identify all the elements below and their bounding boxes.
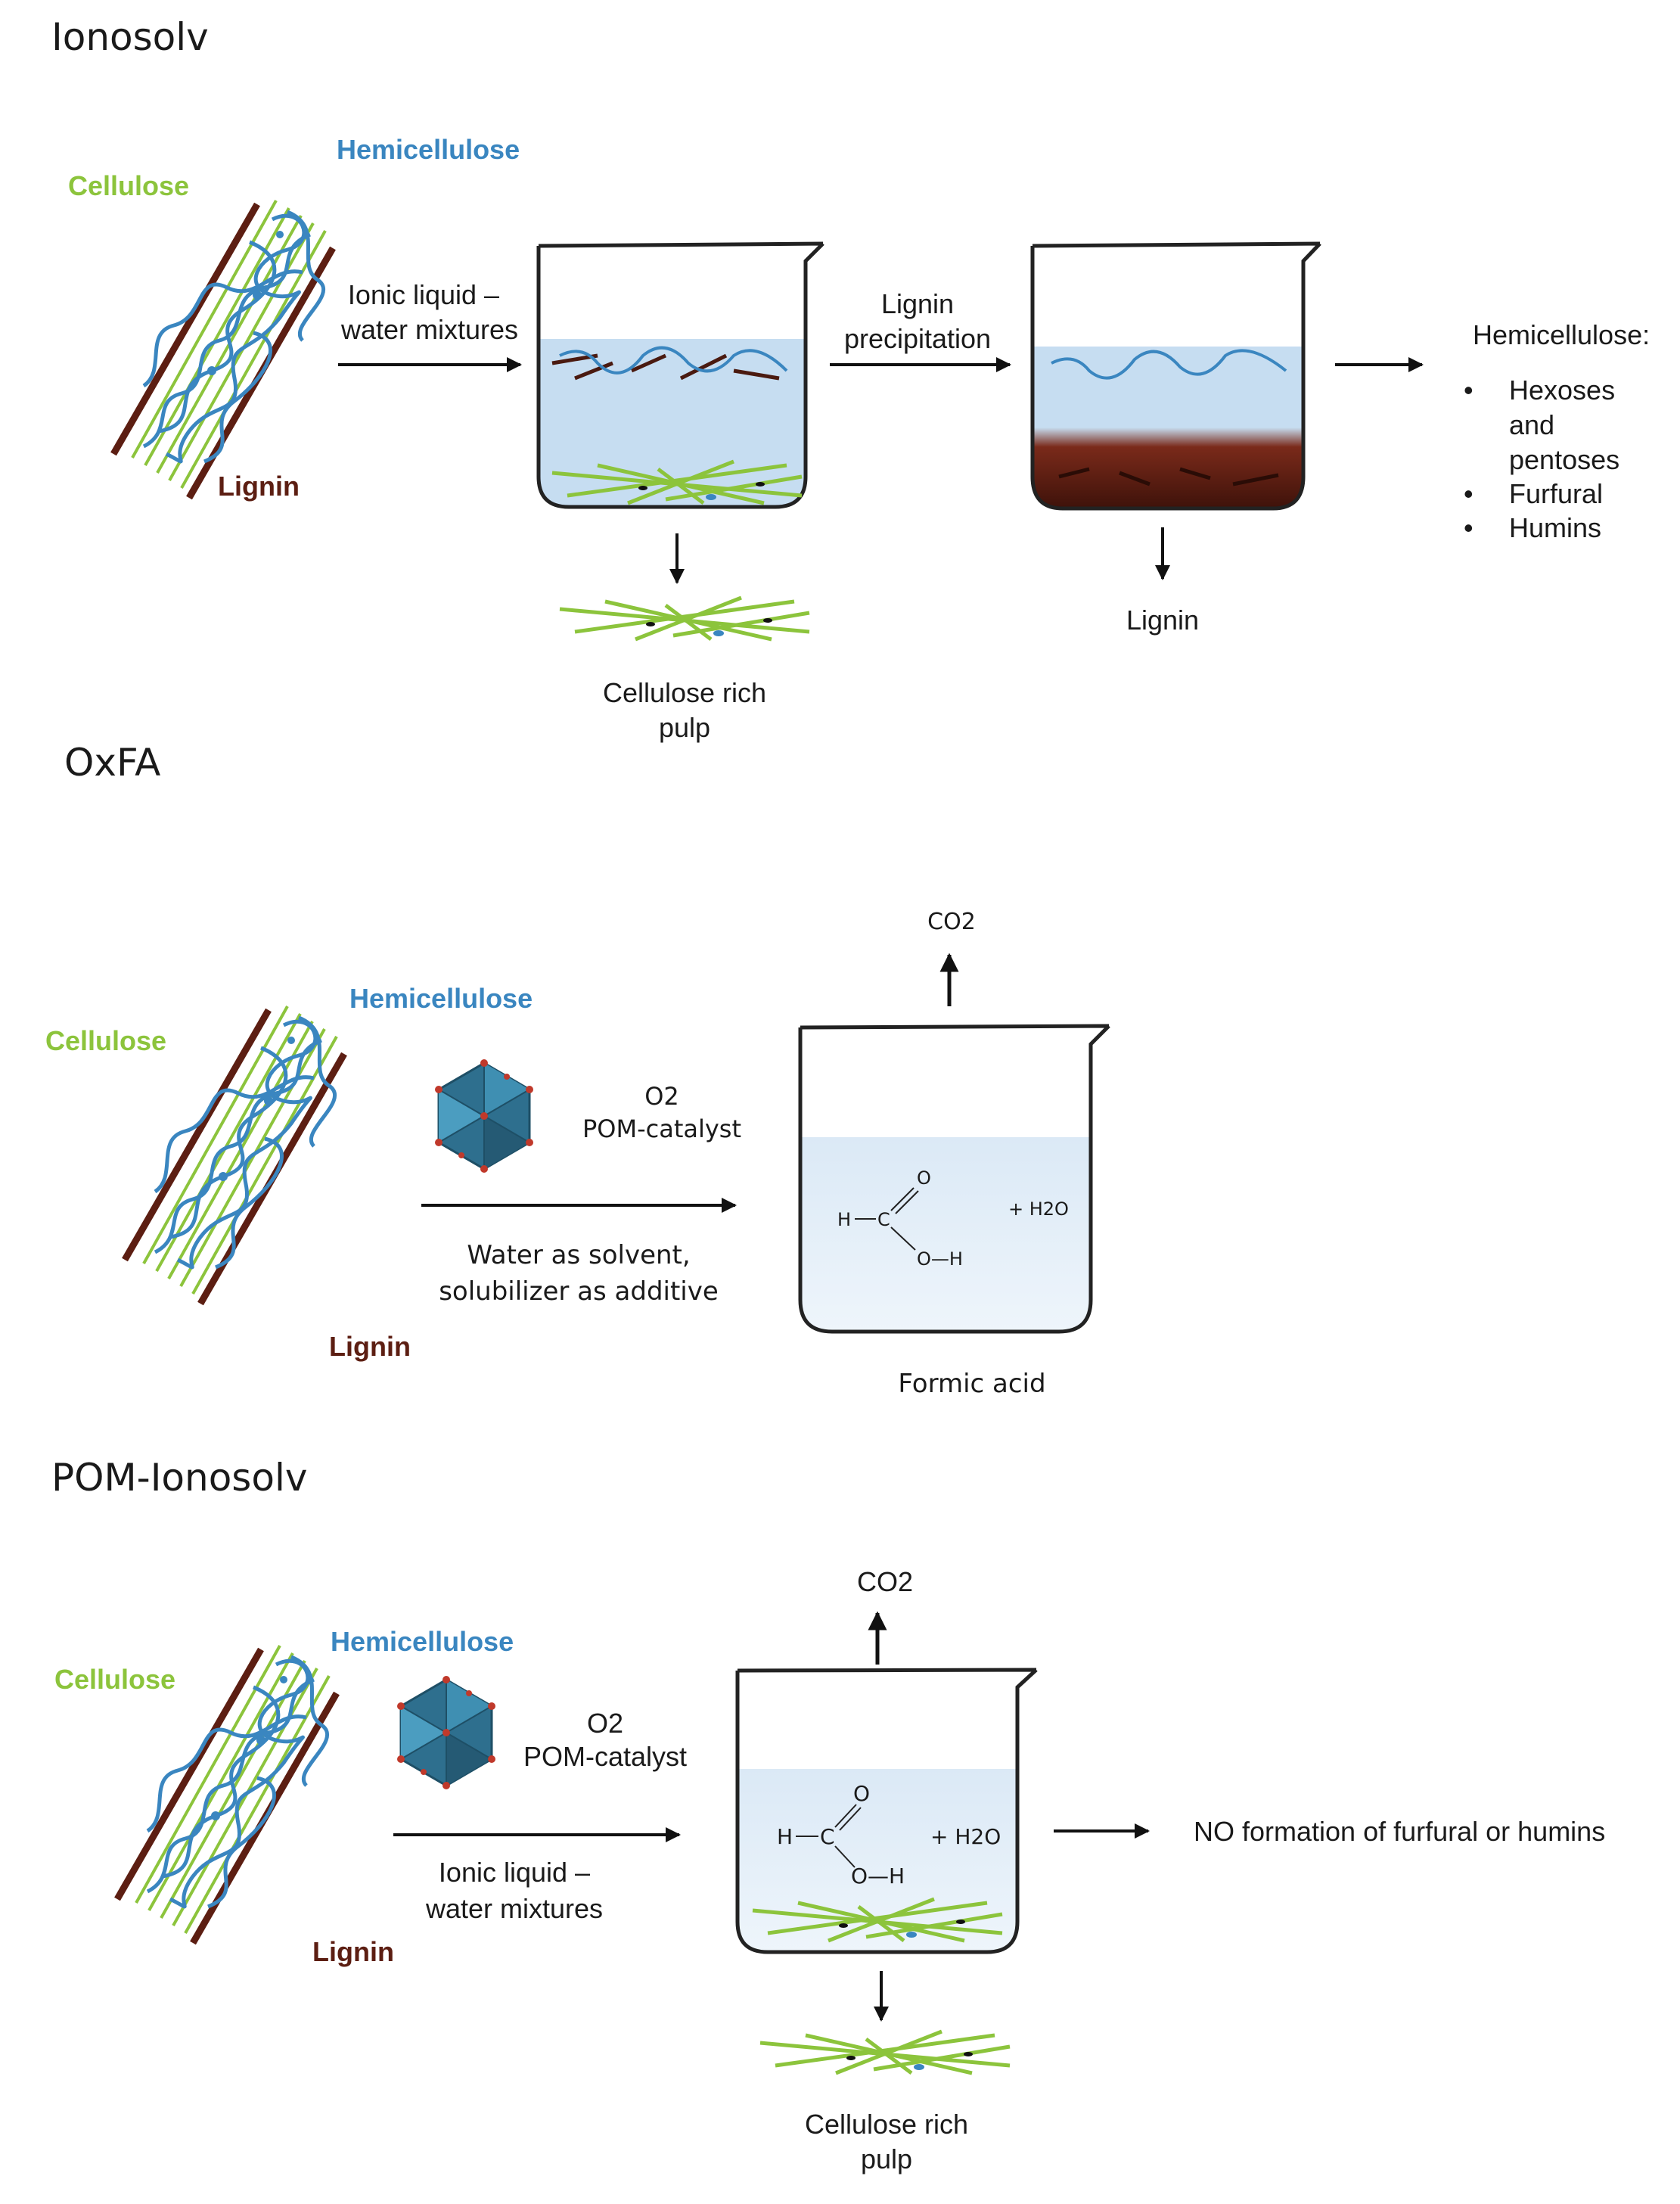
conditions-label-b: water mixtures [425,1893,603,1924]
section-title: OxFA [64,741,160,785]
hemicellulose-label: Hemicellulose [337,134,520,165]
biomass-bundle [113,201,333,498]
cellulose-label: Cellulose [68,170,189,201]
step-label-2b: precipitation [844,323,991,354]
water-label: + H2O [1008,1198,1069,1220]
result-label: NO formation of furfural or humins [1194,1816,1605,1847]
conditions-label: Water as solvent, [467,1240,690,1270]
svg-text:•: • [1464,512,1473,543]
oxidant-label: O2 [644,1082,679,1111]
pulp-label-b: pulp [659,712,710,743]
cellulose-pulp [560,598,809,639]
hemicellulose-label: Hemicellulose [349,983,533,1014]
pulp-label: Cellulose rich [805,2109,968,2140]
svg-text:•: • [1464,375,1473,406]
list-item: Hexoses [1509,375,1615,406]
step-label-2: Lignin [881,288,954,319]
svg-text:O: O [917,1167,931,1189]
svg-text:H: H [777,1824,793,1849]
svg-text:O: O [853,1781,870,1806]
list-item: and [1509,409,1554,440]
list-item: pentoses [1509,444,1619,475]
beaker-2 [1030,241,1321,511]
lignin-label: Lignin [329,1331,411,1362]
formic-acid-structure: H C O O—H [837,1167,963,1270]
product-label: Formic acid [898,1369,1045,1399]
conditions-label: Ionic liquid – [439,1857,590,1888]
beaker-4 [735,1668,1038,1954]
co2-label: CO2 [857,1566,913,1597]
svg-text:C: C [877,1209,890,1230]
svg-text:O—H: O—H [851,1864,905,1888]
pom-catalyst-icon [396,1674,497,1791]
list-item: Humins [1509,512,1601,543]
formic-acid-structure: H C O O—H [777,1781,905,1888]
lignin-out-label: Lignin [1126,605,1199,636]
catalyst-label: POM-catalyst [523,1741,687,1772]
section-oxfa: OxFA Cellulose Hemicellulose Lignin O2 P… [45,741,1110,1399]
cellulose-label: Cellulose [45,1025,166,1056]
lignin-label: Lignin [218,471,300,502]
lignin-label: Lignin [312,1936,394,1967]
conditions-label-b: solubilizer as additive [439,1276,719,1307]
water-label: + H2O [930,1824,1001,1849]
svg-text:C: C [820,1824,835,1849]
catalyst-label: POM-catalyst [582,1114,741,1143]
pulp-label-b: pulp [861,2143,912,2174]
cellulose-pulp [760,2031,1010,2073]
hemi-products-title: Hemicellulose: [1473,319,1650,350]
pom-catalyst-icon [433,1058,535,1174]
co2-label: CO2 [927,909,976,935]
list-item: Furfural [1509,478,1603,509]
svg-text:O—H: O—H [917,1248,963,1270]
section-ionosolv: Ionosolv Cellulose Hemicellulose Lignin … [51,15,1650,743]
beaker-3 [798,1024,1110,1334]
svg-text:•: • [1464,478,1473,509]
pulp-label: Cellulose rich [603,677,766,708]
step-label-1: Ionic liquid – [348,279,499,310]
section-pom-ionosolv: POM-Ionosolv Cellulose Hemicellulose Lig… [51,1456,1605,2174]
cellulose-label: Cellulose [54,1664,175,1695]
beaker-1 [536,241,824,509]
hemicellulose-label: Hemicellulose [331,1626,514,1657]
oxidant-label: O2 [587,1708,623,1739]
svg-text:H: H [837,1209,851,1230]
section-title: Ionosolv [51,15,209,59]
section-title: POM-Ionosolv [51,1456,307,1500]
step-label-1b: water mixtures [340,314,518,345]
hemi-products-list: • Hexoses and pentoses • Furfural • Humi… [1464,375,1619,543]
